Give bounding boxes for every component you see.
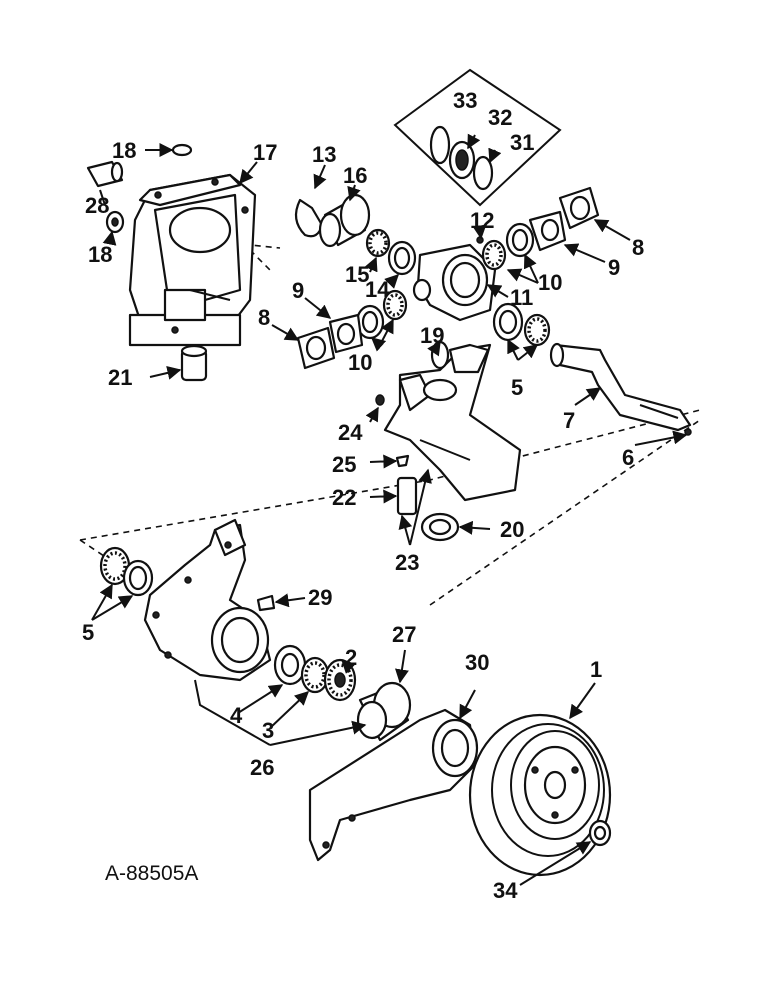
part-8-cap-left (296, 326, 336, 370)
part-5-bearing-left (99, 546, 154, 597)
callout-22: 22 (332, 485, 356, 510)
part-21-bushing (180, 344, 208, 382)
callout-6: 6 (622, 445, 634, 470)
callout-27: 27 (392, 622, 416, 647)
part-4-cup (273, 644, 307, 686)
part-7-spindle (549, 342, 692, 432)
callout-21: 21 (108, 365, 132, 390)
callout-18-left: 18 (88, 242, 112, 267)
part-30-arm (308, 708, 479, 862)
callout-34: 34 (493, 878, 518, 903)
part-28-tube (86, 160, 124, 188)
part-34-bushing (588, 819, 612, 847)
part-33-ring (429, 125, 451, 165)
part-9-shim-left (328, 313, 364, 354)
callout-4: 4 (230, 703, 243, 728)
callout-9-left: 9 (292, 278, 304, 303)
part-15-gear (365, 228, 391, 258)
part-6-pin (684, 428, 692, 436)
leader-lines (91, 133, 688, 886)
inset-detail-box (393, 68, 562, 207)
part-10-cup-right (505, 222, 535, 258)
part-18-plug-top (171, 143, 193, 157)
callout-15: 15 (345, 262, 369, 287)
part-32-bearing (448, 140, 476, 180)
callout-13: 13 (312, 142, 336, 167)
callout-16: 16 (343, 163, 367, 188)
callout-8-left: 8 (258, 305, 270, 330)
callout-7: 7 (563, 408, 575, 433)
part-10-bearing-left (382, 289, 408, 321)
part-29-fitting (256, 594, 276, 612)
part-17-housing (128, 173, 257, 347)
callout-12: 12 (470, 208, 494, 233)
part-1-pulley (468, 713, 612, 877)
callout-9-right: 9 (608, 255, 620, 280)
callout-33: 33 (453, 88, 477, 113)
part-11-bearing-housing (412, 243, 497, 322)
callout-28: 28 (85, 193, 109, 218)
callout-11: 11 (510, 285, 533, 310)
part-26-housing (143, 518, 272, 682)
figure-id: A-88505A (105, 862, 198, 885)
part-25-screw (395, 454, 410, 468)
callout-17: 17 (253, 140, 277, 165)
part-9-shim-right (528, 210, 567, 252)
part-14-cup (387, 240, 417, 276)
callout-26: 26 (250, 755, 274, 780)
callout-23: 23 (395, 550, 419, 575)
callout-30: 30 (465, 650, 489, 675)
callout-20: 20 (500, 517, 524, 542)
part-16-sleeve (318, 193, 371, 248)
part-3-bearing (300, 656, 330, 694)
callout-31: 31 (510, 130, 534, 155)
part-20-bushing (420, 512, 460, 542)
callout-29: 29 (308, 585, 332, 610)
callout-25: 25 (332, 452, 356, 477)
part-23-yoke-arm (383, 343, 522, 502)
part-5-bearing-right (492, 302, 551, 347)
part-10-bearing-right (481, 239, 507, 271)
callout-8-right: 8 (632, 235, 644, 260)
callout-5-left: 5 (82, 620, 94, 645)
part-13-snap-ring (294, 198, 324, 238)
callout-19: 19 (420, 323, 444, 348)
part-8-cap-right (558, 186, 600, 230)
part-31-ring (472, 155, 494, 191)
part-22-pin (396, 476, 418, 516)
part-2-gear (323, 658, 357, 702)
callout-18-top: 18 (112, 138, 136, 163)
callout-5-right: 5 (511, 375, 523, 400)
callout-10-left: 10 (348, 350, 372, 375)
part-24-fitting (375, 394, 385, 406)
callout-32: 32 (488, 105, 512, 130)
callout-24: 24 (338, 420, 363, 445)
callout-10-right: 10 (538, 270, 562, 295)
callout-14: 14 (365, 277, 390, 302)
callout-1: 1 (590, 657, 602, 682)
callout-2: 2 (345, 645, 357, 670)
callout-3: 3 (262, 718, 274, 743)
part-27-sleeve (356, 681, 412, 742)
callout-labels: 33 32 31 18 17 13 16 28 12 18 8 9 15 10 … (82, 88, 644, 903)
